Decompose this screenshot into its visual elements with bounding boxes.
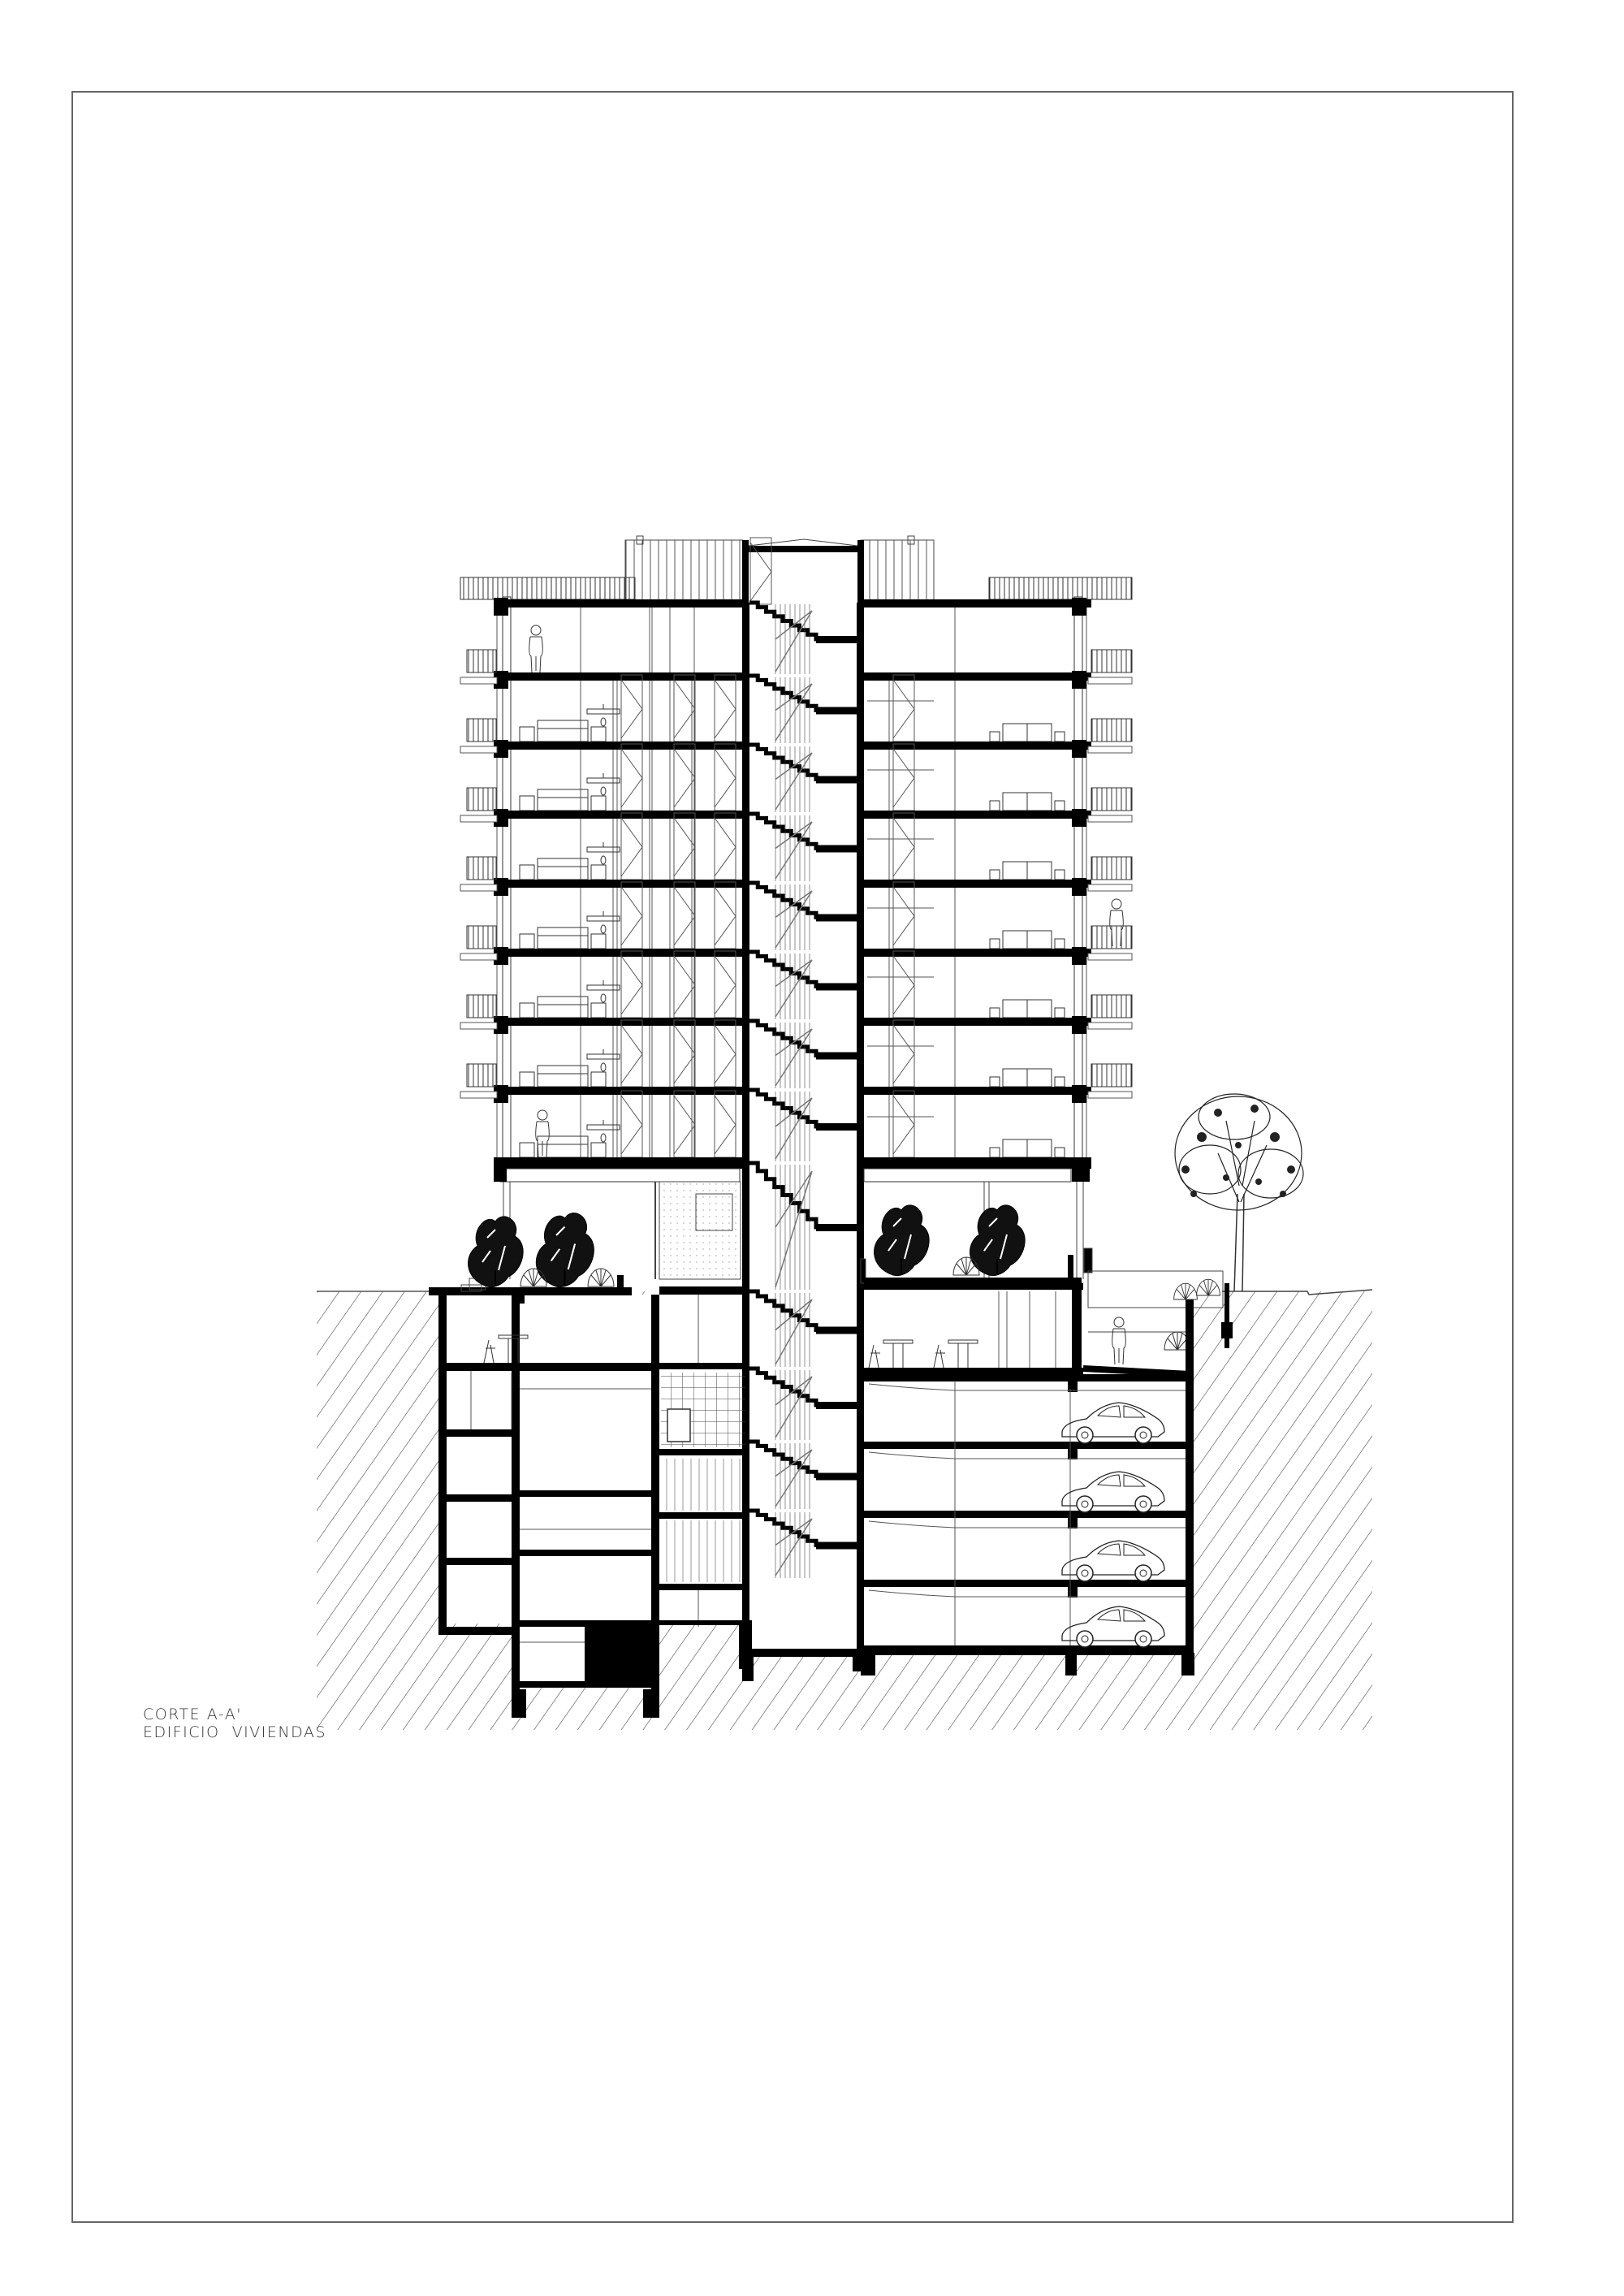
- tree-icon: [1174, 1093, 1304, 1292]
- drawing-title-block: CORTE A-A' EDIFICIO VIVIENDAS: [143, 1706, 326, 1741]
- tower-floors: [460, 598, 1133, 1158]
- street-edge: [1173, 1278, 1233, 1373]
- garden-terrace-right: [864, 1204, 1082, 1285]
- garden-terrace-left: [429, 1212, 632, 1304]
- basement-services: [659, 1286, 752, 1669]
- stair-core: [742, 600, 864, 1681]
- roof: [460, 535, 1133, 606]
- sheet-border: [71, 91, 1514, 2223]
- parking-levels: [861, 1369, 1194, 1676]
- building-name: EDIFICIO VIVIENDAS: [143, 1723, 326, 1741]
- basement-left: [438, 1295, 659, 1718]
- transfer-slab: [494, 1157, 1091, 1183]
- section-title: CORTE A-A': [143, 1706, 242, 1723]
- lobby-level: [864, 1283, 1191, 1377]
